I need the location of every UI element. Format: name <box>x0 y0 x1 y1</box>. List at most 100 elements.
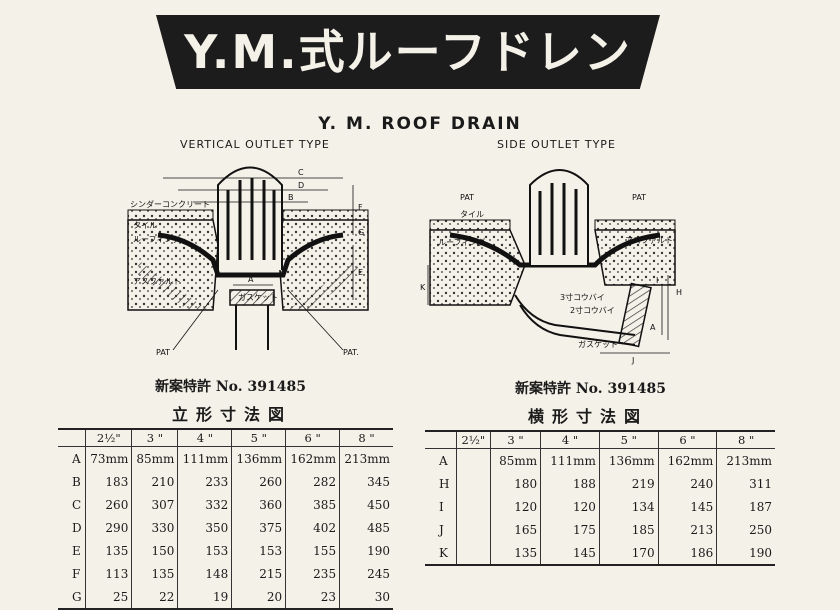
dim-label-b: B <box>288 193 294 202</box>
dim-label-d: D <box>298 181 304 190</box>
column-header: 4 " <box>177 429 232 447</box>
table-cell: 213mm <box>716 448 775 472</box>
label-gasket: ガスケット <box>238 292 278 302</box>
table-header-row: 2½"3 "4 "5 "6 "8 " <box>425 431 775 449</box>
table-cell: 360 <box>231 493 286 516</box>
table-cell: 188 <box>540 472 600 495</box>
column-header: 8 " <box>716 431 775 449</box>
table-header-row: 2½"3 "4 "5 "6 "8 " <box>58 429 393 447</box>
table-cell: 165 <box>489 518 541 541</box>
table-cell: 113 <box>85 562 132 585</box>
table-cell: 183 <box>85 470 132 493</box>
table-cell: 311 <box>716 472 775 495</box>
side-label-pat-left: PAT <box>460 193 474 202</box>
title-banner: Y.M.式ルーフドレン <box>156 15 660 89</box>
table-cell: 145 <box>657 495 717 518</box>
label-tile: タイル <box>133 221 157 230</box>
column-header: 3 " <box>131 429 178 447</box>
table-cell: 120 <box>489 495 541 518</box>
row-label: J <box>439 522 444 537</box>
side-label-tile: タイル <box>460 210 484 219</box>
column-header: 3 " <box>489 431 541 449</box>
side-dim-k: K <box>420 283 426 292</box>
row-label: C <box>72 497 82 512</box>
table-cell: 332 <box>177 493 232 516</box>
table-cell: 290 <box>85 516 132 539</box>
side-table-title: 横形寸法図 <box>528 407 649 426</box>
label-pat-right: PAT. <box>343 348 359 357</box>
side-label-asphalt: アスファルト <box>625 236 673 245</box>
row-label: H <box>439 476 450 491</box>
label-concrete: シンダーコンクリート <box>130 199 210 209</box>
table-cell: 485 <box>339 516 393 539</box>
column-header <box>425 431 457 449</box>
table-cell: 162mm <box>285 446 340 470</box>
table-cell: 187 <box>716 495 775 518</box>
column-header: 8 " <box>339 429 393 447</box>
table-cell: 233 <box>177 470 232 493</box>
table-cell: 350 <box>177 516 232 539</box>
table-cell: 240 <box>657 472 717 495</box>
table-cell: 148 <box>177 562 232 585</box>
table-cell: 345 <box>339 470 393 493</box>
table-cell: 402 <box>285 516 340 539</box>
table-cell: 155 <box>285 539 340 562</box>
side-label-gasket: ガスケット <box>578 339 618 349</box>
side-patent-number: 新案特許 No. 391485 <box>515 381 666 397</box>
column-header: 5 " <box>598 431 659 449</box>
table-cell <box>455 448 491 472</box>
table-cell: 134 <box>598 495 659 518</box>
table-cell: 150 <box>131 539 178 562</box>
table-cell: 190 <box>339 539 393 562</box>
side-type-label: SIDE OUTLET TYPE <box>497 138 616 151</box>
table-cell: 135 <box>85 539 132 562</box>
table-cell: 170 <box>598 541 659 566</box>
column-header: 2½" <box>455 431 491 449</box>
column-header: 6 " <box>657 431 717 449</box>
table-cell: 73mm <box>85 446 132 470</box>
side-label-pipe-3: 3寸コウバイ <box>560 292 605 302</box>
side-label-roofing: ルーフィング <box>438 237 485 247</box>
row-label: A <box>439 453 448 468</box>
table-cell: 180 <box>489 472 541 495</box>
table-cell: 210 <box>131 470 178 493</box>
row-label: K <box>425 541 457 566</box>
column-header: 2½" <box>85 429 132 447</box>
row-label: A <box>72 451 81 466</box>
table-cell: 136mm <box>231 446 286 470</box>
table-cell: 330 <box>131 516 178 539</box>
table-cell: 20 <box>231 585 286 610</box>
table-cell: 111mm <box>540 448 600 472</box>
table-cell: 120 <box>540 495 600 518</box>
table-cell: 135 <box>131 562 178 585</box>
table-cell: 190 <box>716 541 775 566</box>
vertical-outlet-diagram: C D B A F G E シンダーコンクリート タイル ルーフィング アスファ… <box>127 166 369 357</box>
table-cell: 282 <box>285 470 340 493</box>
row-label: B <box>72 474 81 489</box>
table-cell: 375 <box>231 516 286 539</box>
column-header <box>58 429 86 447</box>
label-asphalt: アスファルト <box>133 277 181 286</box>
label-pat-left: PAT <box>156 348 170 357</box>
column-header: 4 " <box>540 431 600 449</box>
table-cell: 385 <box>285 493 340 516</box>
dim-label-e: E <box>358 268 363 277</box>
document-subtitle: Y. M. ROOF DRAIN <box>318 114 522 134</box>
table-cell: 111mm <box>177 446 232 470</box>
side-label-pipe-2: 2寸コウバイ <box>570 305 615 315</box>
vertical-type-label: VERTICAL OUTLET TYPE <box>180 138 330 151</box>
table-cell: 307 <box>131 493 178 516</box>
column-header: 5 " <box>231 429 286 447</box>
banner-title: Y.M.式ルーフドレン <box>184 25 632 79</box>
table-cell <box>455 472 491 495</box>
table-cell: 135 <box>489 541 541 566</box>
